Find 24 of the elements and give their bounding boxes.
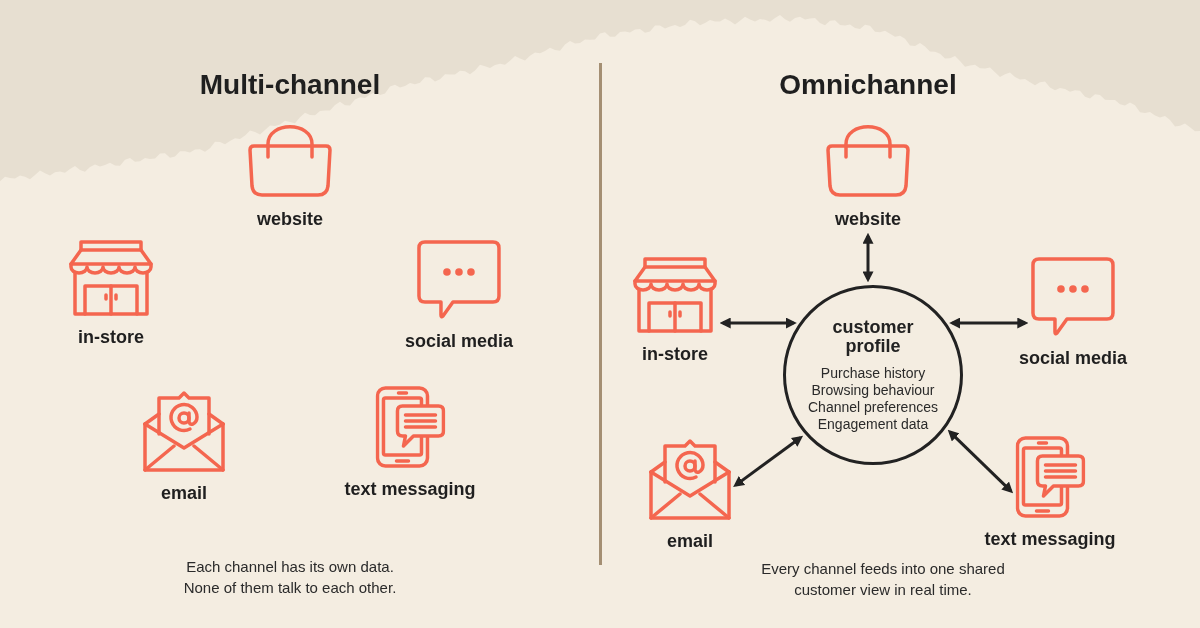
channel-label: email — [161, 482, 207, 504]
channel-label: email — [667, 530, 713, 552]
channel-label: website — [835, 208, 901, 230]
channel-label: text messaging — [344, 478, 476, 500]
profile-item: Purchase history — [820, 364, 926, 382]
channel-label: website — [257, 208, 323, 230]
double-arrow — [949, 317, 1029, 329]
caption-text: Each channel has its own data. None of them talk to each other. — [182, 557, 398, 598]
double-arrow — [733, 435, 804, 488]
panel-title: Multi-channel — [199, 68, 381, 102]
double-arrow — [719, 317, 797, 329]
double-arrow — [862, 232, 874, 283]
profile-item: Channel preferences — [808, 398, 938, 416]
panel-title: Omnichannel — [779, 68, 957, 102]
channel-label: in-store — [78, 326, 144, 348]
profile-item: Engagement data — [817, 415, 929, 433]
double-arrow — [947, 429, 1014, 494]
channel-label: in-store — [642, 343, 708, 365]
profile-heading: customer profile — [831, 317, 915, 356]
channel-label: text messaging — [984, 528, 1116, 550]
channel-label: social media — [1018, 347, 1128, 369]
profile-item: Browsing behaviour — [811, 381, 935, 399]
caption-text: Every channel feeds into one shared customer view in real time. — [760, 559, 1006, 600]
channel-label: social media — [404, 330, 514, 352]
